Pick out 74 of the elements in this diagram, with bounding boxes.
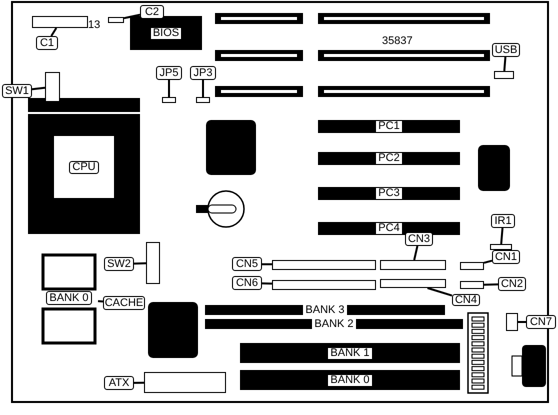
- leader-line: [50, 27, 58, 37]
- cpu-socket: [28, 98, 140, 234]
- leader-line: [134, 262, 146, 265]
- leader-line: [202, 80, 204, 97]
- pin-header: [460, 281, 484, 289]
- leader-line: [98, 300, 104, 302]
- component-label: BANK 3: [303, 304, 347, 316]
- memory-slot: [205, 305, 445, 315]
- callout-label: CN6: [232, 276, 262, 290]
- component-label: PC4: [376, 223, 402, 234]
- expansion-slot: [318, 152, 460, 165]
- expansion-slot: [318, 120, 460, 133]
- callout-label: CN5: [232, 257, 262, 271]
- expansion-slot: [318, 187, 460, 200]
- leader-line: [32, 86, 46, 90]
- pin-header: [506, 313, 518, 331]
- callout-label: JP5: [156, 66, 182, 80]
- bios-chip: [130, 16, 202, 50]
- pin-header: [460, 262, 484, 270]
- memory-slot: [240, 343, 460, 363]
- jumper: [162, 97, 176, 103]
- connector: [380, 279, 446, 288]
- leader-line: [484, 260, 492, 264]
- leader-line: [413, 246, 418, 260]
- component-label: BANK 0: [328, 374, 372, 386]
- jumper: [196, 97, 210, 103]
- power-connector: [144, 372, 226, 393]
- dip-switch: [146, 242, 160, 284]
- callout-label: CN7: [526, 315, 556, 329]
- pin-header: [490, 244, 512, 250]
- callout-label: CN3: [405, 232, 433, 246]
- board-number: 35837: [382, 36, 413, 47]
- callout-label: SW1: [2, 84, 32, 98]
- pin-header: [494, 71, 514, 79]
- memory-slot: [205, 319, 463, 329]
- memory-slot: [240, 370, 460, 390]
- leader-line: [124, 14, 140, 20]
- component-label: PC2: [376, 153, 402, 164]
- callout-label: SW2: [104, 257, 134, 271]
- callout-label: BANK 0: [46, 291, 92, 305]
- memory-chip-group: [40, 253, 98, 345]
- component-label: CPU: [69, 160, 99, 174]
- callout-label: CACHE: [103, 296, 145, 310]
- leader-line: [427, 287, 452, 297]
- pin-header: [32, 16, 88, 28]
- leader-line: [134, 382, 144, 384]
- dip-switch: [45, 72, 60, 102]
- expansion-slot: [318, 222, 460, 235]
- component-label: BANK 2: [312, 318, 356, 330]
- leader-line: [484, 283, 498, 286]
- leader-line: [518, 321, 526, 323]
- leader-line: [262, 263, 272, 266]
- component-label: BIOS: [150, 28, 182, 38]
- leader-line: [262, 282, 272, 285]
- jumper: [108, 17, 124, 23]
- component-label: PC1: [376, 121, 402, 132]
- component-label: PC3: [376, 188, 402, 199]
- callout-label: CN2: [498, 277, 526, 291]
- connector: [272, 260, 376, 270]
- callout-label: IR1: [491, 214, 515, 228]
- callout-label: C2: [140, 5, 164, 19]
- callout-label: CN1: [492, 250, 520, 264]
- connector: [380, 260, 446, 270]
- callout-label: C1: [36, 36, 58, 50]
- leader-line: [500, 228, 504, 244]
- callout-label: ATX: [104, 376, 134, 390]
- callout-label: JP3: [190, 66, 216, 80]
- leader-line: [168, 80, 170, 97]
- leader-line: [503, 56, 506, 72]
- connector: [272, 280, 376, 290]
- callout-label: CN4: [452, 294, 480, 306]
- component-label: BANK 1: [328, 348, 372, 358]
- pin-number: 13: [88, 20, 100, 31]
- callout-label: USB: [492, 43, 520, 57]
